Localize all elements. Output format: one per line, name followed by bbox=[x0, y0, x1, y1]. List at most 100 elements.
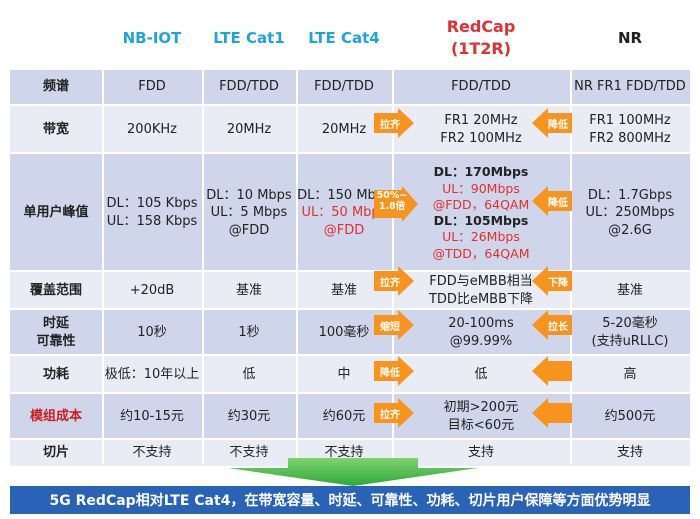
cell-line: TDD比eMBB下降 bbox=[428, 292, 533, 307]
down-arrow-icon bbox=[228, 458, 478, 490]
cell-cat4: 基准 bbox=[330, 283, 357, 299]
row-bandwidth: 带宽 200KHz 20MHz 20MHz FR1 20MHz FR2 100M… bbox=[10, 104, 690, 154]
arrow-label: 拉齐 bbox=[380, 120, 400, 131]
column-divider bbox=[392, 70, 394, 464]
row-coverage: 覆盖范围 +20dB 基准 基准 FDD与eMBB相当 TDD比eMBB下降 基… bbox=[10, 270, 690, 310]
arrow-label: 拉齐 bbox=[380, 278, 400, 289]
row-label: 覆盖范围 bbox=[29, 283, 82, 299]
arrow-left-icon bbox=[532, 356, 572, 386]
cell-line: DL：105Mbps bbox=[433, 213, 529, 228]
cell-redcap: 支持 bbox=[467, 445, 494, 461]
cell-cat4: DL：150 Mbps UL：50 Mbps @FDD bbox=[296, 154, 392, 272]
cell-cat1: 约30元 bbox=[227, 409, 271, 425]
row-module-cost: 模组成本 约10-15元 约30元 约60元 初期>200元 目标<60元 约5… bbox=[10, 392, 690, 440]
arrow-label: 降低 bbox=[380, 368, 400, 379]
cell-redcap: 初期>200元 目标<60元 bbox=[392, 394, 570, 440]
header-nr: NR bbox=[617, 28, 643, 47]
header-empty bbox=[10, 8, 102, 68]
row-label: 单用户峰值 bbox=[23, 205, 89, 221]
cell-redcap: FDD与eMBB相当 TDD比eMBB下降 bbox=[392, 272, 570, 310]
cell-cat1: 1秒 bbox=[238, 325, 260, 341]
row-label: 模组成本 bbox=[29, 409, 82, 425]
cell-cat1: 基准 bbox=[235, 283, 262, 299]
cell-line: @FDD bbox=[323, 222, 365, 238]
column-divider bbox=[570, 70, 572, 464]
arrow-right-icon: 拉齐 bbox=[374, 266, 414, 296]
cell-line: DL：170Mbps bbox=[433, 164, 529, 180]
row-peak-rate: 单用户峰值 DL：105 Kbps UL：158 Kbps DL：10 Mbps… bbox=[10, 152, 690, 272]
cell-line: UL：250Mbps bbox=[585, 205, 675, 221]
cell-line: 时延 bbox=[42, 316, 69, 332]
cell-redcap: FR1 20MHz FR2 100MHz bbox=[392, 106, 570, 154]
arrow-right-icon: 缩短 bbox=[374, 310, 414, 340]
row-label: 频谱 bbox=[42, 79, 69, 95]
arrow-right-icon: 50%~ 1.8倍 bbox=[374, 186, 418, 222]
cell-line: DL：150 Mbps bbox=[297, 187, 391, 203]
header-redcap-subtitle: (1T2R) bbox=[450, 39, 512, 58]
cell-nr: 支持 bbox=[616, 445, 643, 461]
cell-line: UL：158 Kbps bbox=[106, 214, 198, 229]
header-redcap-title: RedCap bbox=[446, 17, 516, 37]
cell-nbiot: 10秒 bbox=[137, 325, 167, 341]
cell-line: DL：105 Kbps bbox=[106, 196, 198, 212]
cell-line: FR2 800MHz bbox=[589, 131, 671, 146]
cell-nbiot: +20dB bbox=[129, 283, 175, 299]
arrow-label-line: 1.8倍 bbox=[378, 201, 406, 213]
cell-line: 5-20毫秒 bbox=[602, 316, 658, 332]
arrow-label: 降低 bbox=[548, 120, 568, 131]
cell-line: 初期>200元 bbox=[443, 400, 519, 416]
cell-line: @TDD，64QAM bbox=[432, 245, 530, 261]
arrow-label: 降低 bbox=[548, 198, 568, 209]
cell-nr: 基准 bbox=[616, 283, 643, 299]
arrow-left-icon: 降低 bbox=[532, 186, 572, 216]
row-power: 功耗 极低：10年以上 低 中 低 高 bbox=[10, 354, 690, 394]
arrow-label: 拉长 bbox=[548, 322, 568, 333]
row-label: 功耗 bbox=[42, 367, 69, 383]
cell-nbiot: DL：105 Kbps UL：158 Kbps bbox=[102, 154, 202, 272]
cell-redcap: DL：170Mbps UL：90Mbps @FDD，64QAM DL：105Mb… bbox=[392, 154, 570, 272]
cell-nbiot: 不支持 bbox=[132, 445, 172, 461]
cell-nbiot: 极低：10年以上 bbox=[104, 367, 200, 383]
arrow-label: 下降 bbox=[548, 278, 568, 289]
cell-nr: 高 bbox=[623, 367, 637, 383]
cell-cat1: 20MHz bbox=[226, 122, 272, 138]
summary-banner: 5G RedCap相对LTE Cat4，在带宽容量、时延、可靠性、功耗、切片用户… bbox=[10, 486, 690, 514]
cell-line: DL：1.7Gbps bbox=[587, 187, 673, 203]
cell-line: FR2 100MHz bbox=[440, 131, 522, 146]
cell-line: 可靠性 bbox=[36, 334, 76, 349]
cell-nr: 约500元 bbox=[604, 409, 656, 425]
cell-line: UL：26Mbps bbox=[442, 229, 520, 245]
cell-cat1: 不支持 bbox=[229, 445, 269, 461]
arrow-left-icon: 拉长 bbox=[532, 310, 572, 340]
cell-line: FR1 100MHz bbox=[589, 113, 671, 129]
header-nbiot: NB-IOT bbox=[122, 28, 182, 47]
cell-line: UL：5 Mbps bbox=[210, 205, 288, 221]
cell-nr: 5-20毫秒 (支持uRLLC) bbox=[570, 310, 690, 356]
cell-nr: FR1 100MHz FR2 800MHz bbox=[570, 106, 690, 154]
cell-line: FDD与eMBB相当 bbox=[429, 274, 533, 290]
column-divider bbox=[202, 70, 204, 464]
arrow-label-line: 50%~ bbox=[376, 190, 408, 201]
row-latency: 时延 可靠性 10秒 1秒 100毫秒 20-100ms @99.99% 5-2… bbox=[10, 308, 690, 356]
column-divider bbox=[296, 70, 298, 464]
cell-cat1: 低 bbox=[242, 367, 256, 383]
cell-line: @2.6G bbox=[608, 222, 652, 238]
header-redcap: RedCap (1T2R) bbox=[392, 8, 570, 68]
cell-line: @FDD，64QAM bbox=[432, 196, 530, 212]
arrow-label: 50%~ 1.8倍 bbox=[376, 190, 408, 213]
cell-cat1: FDD/TDD bbox=[219, 79, 279, 95]
row-label: 时延 可靠性 bbox=[10, 310, 102, 356]
row-label: 带宽 bbox=[42, 122, 69, 138]
header-lte-cat4: LTE Cat4 bbox=[308, 28, 380, 47]
cell-line: 20-100ms bbox=[448, 316, 514, 332]
cell-line: 目标<60元 bbox=[447, 418, 515, 433]
cell-nbiot: FDD bbox=[138, 79, 166, 95]
arrow-label: 拉齐 bbox=[380, 410, 400, 421]
arrow-left-icon bbox=[532, 398, 572, 428]
arrow-label: 缩短 bbox=[380, 322, 400, 333]
cell-redcap: 低 bbox=[474, 367, 488, 383]
arrow-right-icon: 拉齐 bbox=[374, 108, 414, 138]
header-row: NB-IOT LTE Cat1 LTE Cat4 RedCap (1T2R) N… bbox=[10, 8, 690, 68]
arrow-left-icon: 下降 bbox=[532, 266, 572, 296]
cell-redcap: 20-100ms @99.99% bbox=[392, 310, 570, 356]
